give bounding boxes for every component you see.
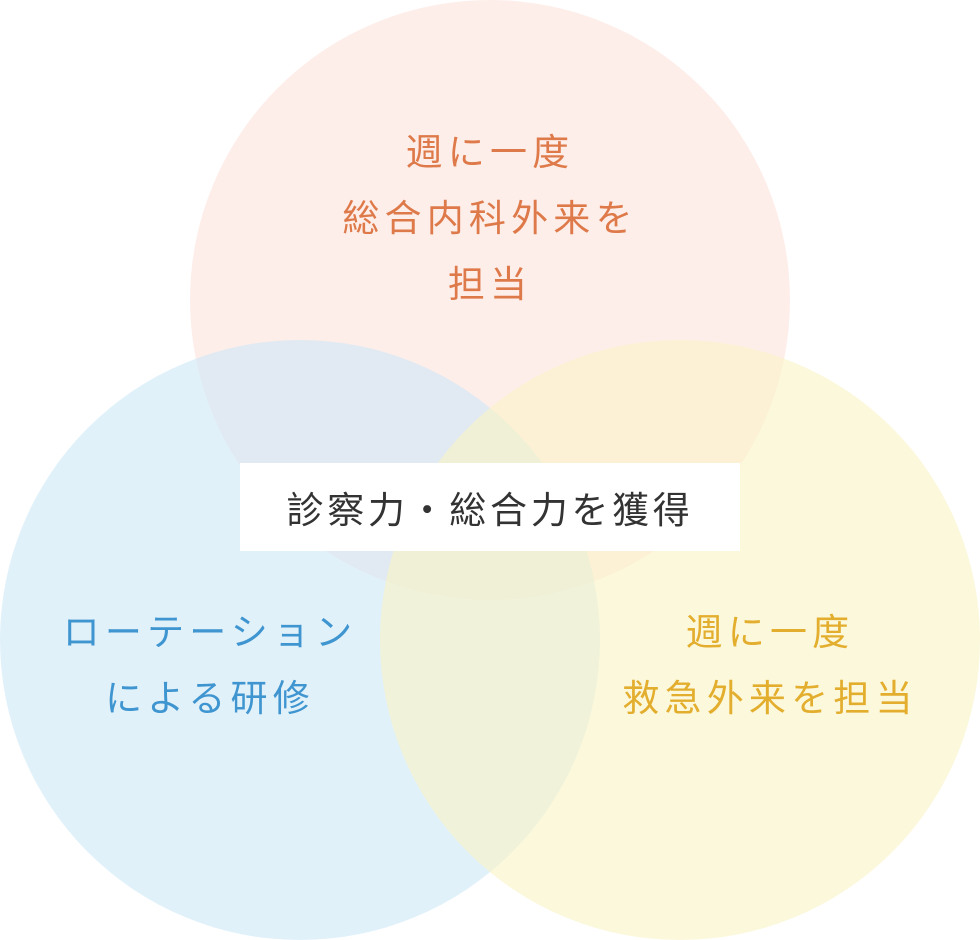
- left-circle-line-1: ローテーション: [62, 611, 358, 654]
- right-circle-line-1: 週に一度: [685, 611, 855, 654]
- top-circle-line-1: 週に一度: [405, 131, 575, 174]
- right-circle-line-2: 救急外来を担当: [622, 677, 918, 720]
- left-circle-line-2: による研修: [105, 677, 315, 720]
- right-circle-label: 週に一度 救急外来を担当: [560, 600, 980, 732]
- top-circle-line-2: 総合内科外来を: [342, 197, 638, 240]
- center-result-text: 診察力・総合力を獲得: [286, 489, 694, 532]
- center-result-box: 診察力・総合力を獲得: [240, 463, 740, 551]
- top-circle-line-3: 担当: [447, 263, 533, 306]
- left-circle-label: ローテーション による研修: [0, 600, 420, 732]
- top-circle-label: 週に一度 総合内科外来を 担当: [240, 120, 740, 318]
